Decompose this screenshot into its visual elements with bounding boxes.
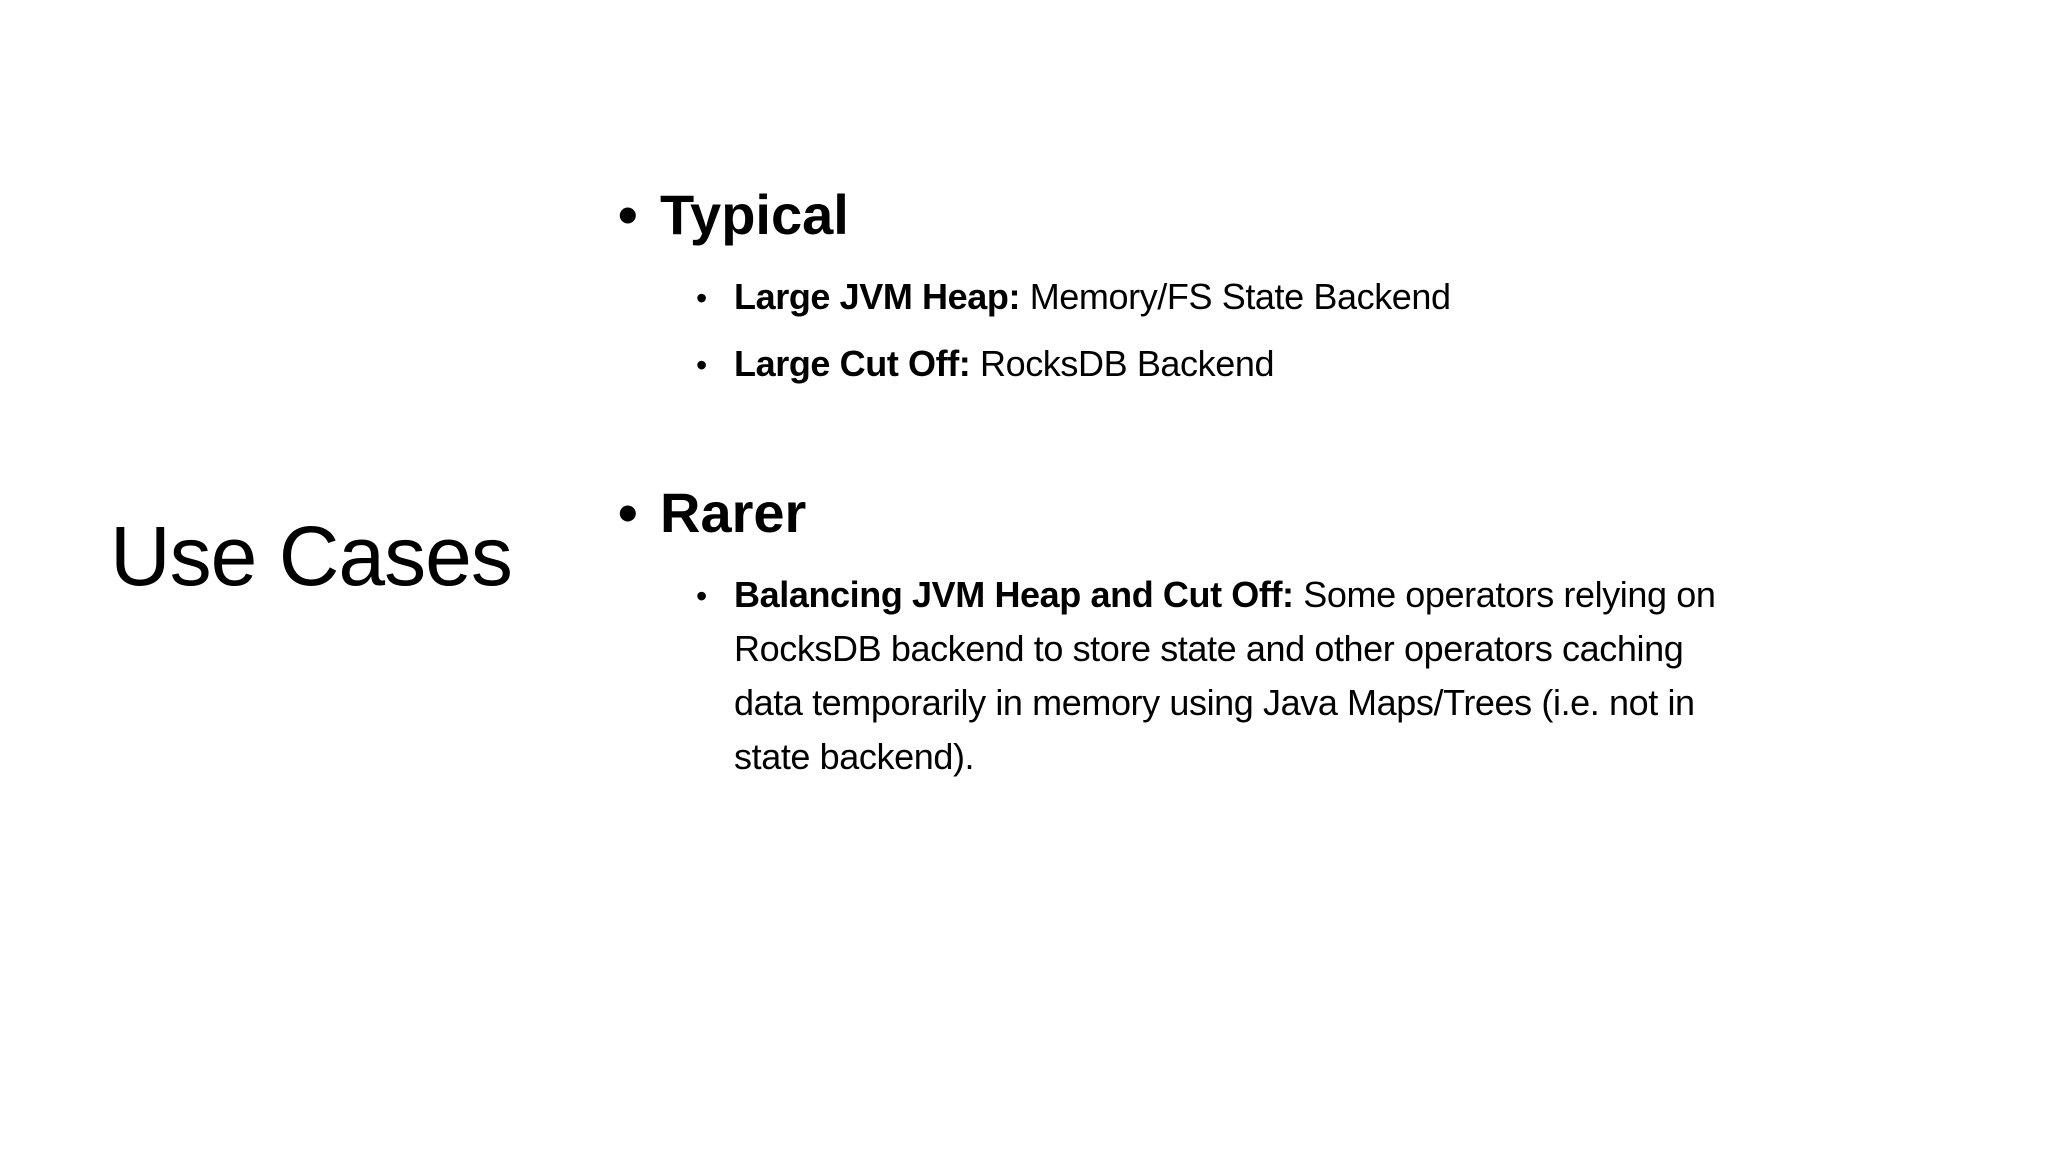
section-rarer: • Rarer • Balancing JVM Heap and Cut Off… [618,478,1758,784]
slide-title: Use Cases [110,509,513,603]
bullet-icon: • [618,183,638,246]
item-rest: Memory/FS State Backend [1020,276,1451,317]
bullet-icon: • [696,280,707,316]
list-item: • Large Cut Off: RocksDB Backend [696,337,1758,392]
list-item-text: Large Cut Off: RocksDB Backend [734,337,1758,391]
list-item-text: Large JVM Heap: Memory/FS State Backend [734,270,1758,324]
bullet-icon: • [618,481,638,544]
list-item: • Large JVM Heap: Memory/FS State Backen… [696,270,1758,325]
item-lead: Large Cut Off: [734,343,971,384]
section-heading-label: Rarer [660,481,807,544]
item-rest: Some operators relying on RocksDB backen… [734,574,1716,777]
item-lead: Balancing JVM Heap and Cut Off: [734,574,1294,615]
section-heading: • Typical [618,180,1758,250]
item-lead: Large JVM Heap: [734,276,1021,317]
slide-body: • Typical • Large JVM Heap: Memory/FS St… [618,180,1758,796]
section-typical: • Typical • Large JVM Heap: Memory/FS St… [618,180,1758,392]
bullet-icon: • [696,347,707,383]
section-heading: • Rarer [618,478,1758,548]
sub-list: • Balancing JVM Heap and Cut Off: Some o… [618,568,1758,784]
list-item: • Balancing JVM Heap and Cut Off: Some o… [696,568,1758,784]
list-item-text: Balancing JVM Heap and Cut Off: Some ope… [734,568,1758,784]
bullet-icon: • [696,578,707,614]
item-rest: RocksDB Backend [970,343,1275,384]
sub-list: • Large JVM Heap: Memory/FS State Backen… [618,270,1758,392]
section-heading-label: Typical [660,183,849,246]
